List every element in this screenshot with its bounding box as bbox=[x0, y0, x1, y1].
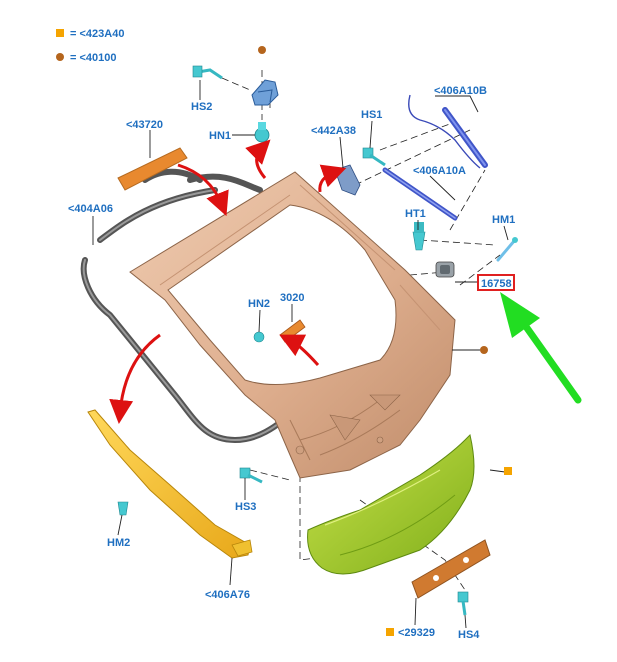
label-ht1: HT1 bbox=[405, 208, 426, 220]
trim-strip-43720 bbox=[117, 147, 188, 191]
label-406a10a: <406A10A bbox=[413, 165, 466, 177]
highlighted-part-16758[interactable]: 16758 bbox=[477, 274, 515, 291]
marker-square-icon bbox=[504, 467, 512, 475]
label-3020: 3020 bbox=[280, 292, 304, 304]
clip-icon bbox=[254, 122, 270, 143]
marker-circle-icon bbox=[480, 346, 488, 354]
label-hm1: HM1 bbox=[492, 214, 515, 226]
red-direction-arrows bbox=[109, 139, 347, 424]
label-hs3: HS3 bbox=[235, 501, 256, 513]
label-29329: <29329 bbox=[398, 627, 435, 639]
label-16758: 16758 bbox=[481, 278, 512, 290]
legend-circle-text: = <40100 bbox=[70, 52, 117, 64]
screw-hm2-icon bbox=[117, 501, 129, 516]
clip-hn2-icon bbox=[253, 331, 265, 343]
gas-strut-406a10a bbox=[382, 167, 458, 221]
label-hn2: HN2 bbox=[248, 298, 270, 310]
label-hs1: HS1 bbox=[361, 109, 382, 121]
handle-icon bbox=[435, 261, 455, 278]
highlight-box bbox=[477, 274, 515, 291]
screw-icon bbox=[192, 65, 223, 80]
legend-square-text: = <423A40 bbox=[70, 28, 124, 40]
license-plate-bracket bbox=[411, 539, 491, 599]
label-404a06: <404A06 bbox=[68, 203, 113, 215]
leader-lines bbox=[92, 80, 509, 629]
label-hm2: HM2 bbox=[107, 537, 130, 549]
screw-hs4-icon bbox=[457, 591, 469, 616]
fastener-circle-icon bbox=[258, 46, 266, 54]
label-hs4: HS4 bbox=[458, 629, 480, 641]
label-406a10b: <406A10B bbox=[434, 85, 487, 97]
marker-square-icon bbox=[386, 628, 394, 636]
legend: = <423A40 = <40100 bbox=[56, 28, 124, 64]
part-labels: HS2 HN1 <43720 <442A38 HS1 <406A10B <406… bbox=[68, 85, 515, 641]
label-43720: <43720 bbox=[126, 119, 163, 131]
legend-square-icon bbox=[56, 29, 64, 37]
tailgate-panel bbox=[129, 171, 456, 479]
label-hs2: HS2 bbox=[191, 101, 212, 113]
label-hn1: HN1 bbox=[209, 130, 231, 142]
label-442a38: <442A38 bbox=[311, 125, 356, 137]
screw-hm1-icon bbox=[496, 237, 518, 262]
latch-bracket-442a38 bbox=[334, 164, 361, 196]
hinge-icon bbox=[251, 79, 279, 106]
spoiler bbox=[307, 434, 475, 575]
screw-hs1-icon bbox=[362, 147, 386, 167]
gas-strut-406a10b bbox=[408, 94, 488, 169]
legend-circle-icon bbox=[56, 53, 64, 61]
label-406a76: <406A76 bbox=[205, 589, 250, 601]
green-pointer-arrow-icon bbox=[500, 292, 582, 404]
trim-strip-406a76 bbox=[87, 409, 253, 559]
clip-ht1-icon bbox=[412, 222, 426, 251]
weatherstrip-seal bbox=[80, 168, 363, 444]
